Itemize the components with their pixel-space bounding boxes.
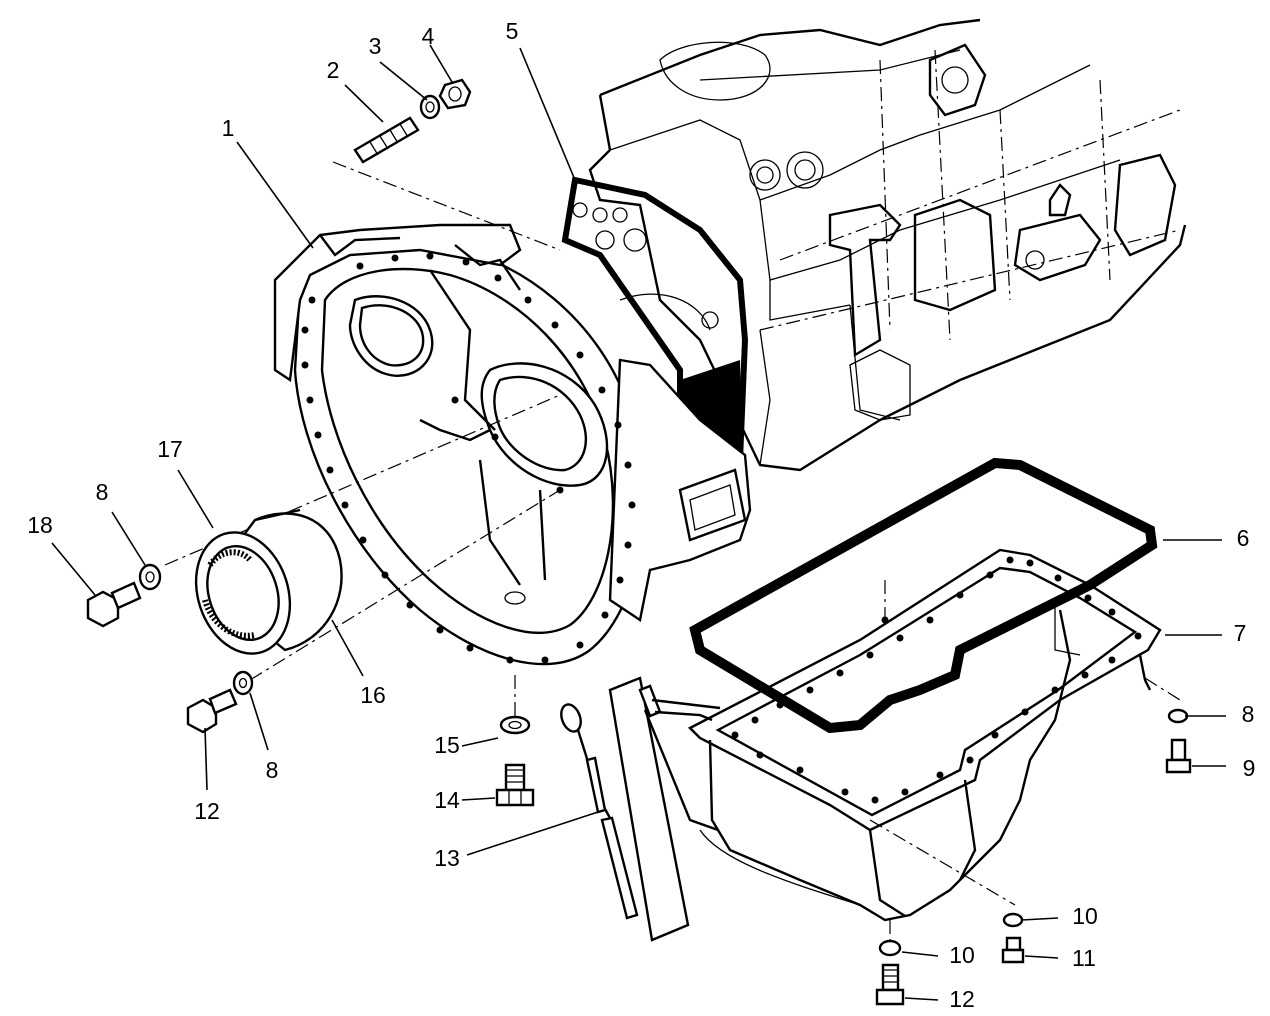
callout-16: 16 [360, 682, 386, 708]
drain-plug-11 [1001, 936, 1025, 964]
callout-13: 13 [434, 845, 460, 871]
centerline-seal-2 [249, 489, 561, 681]
callout-8-left-lower: 8 [266, 757, 279, 783]
callout-15: 15 [434, 732, 460, 758]
dipstick [560, 703, 612, 819]
centerline-pan-drain [869, 819, 1016, 906]
rear-oil-seal [194, 508, 343, 655]
engine-block [588, 18, 1187, 472]
callout-3: 3 [369, 33, 382, 59]
drain-plug-washer [499, 715, 531, 735]
callout-2: 2 [327, 57, 340, 83]
washer-left-upper [138, 563, 162, 591]
flywheel-housing [273, 223, 752, 666]
lock-washer [419, 94, 441, 120]
centerline-stud [332, 161, 561, 251]
callout-1: 1 [222, 115, 235, 141]
oil-pan-gasket [689, 457, 1158, 734]
callout-5: 5 [506, 18, 519, 44]
callout-14: 14 [434, 787, 460, 813]
callout-10-bottom: 10 [949, 942, 975, 968]
callout-17: 17 [157, 436, 183, 462]
callout-8-left-upper: 8 [96, 479, 109, 505]
washer-right [1167, 708, 1189, 724]
hex-bolt-9 [1165, 738, 1192, 774]
callout-10-right: 10 [1072, 903, 1098, 929]
callout-18: 18 [27, 512, 53, 538]
flange-bolt-holes [301, 252, 636, 664]
drain-plug [495, 763, 535, 807]
hex-bolt-12-bottom [875, 963, 905, 1006]
callout-7: 7 [1234, 620, 1247, 646]
callout-9: 9 [1243, 755, 1256, 781]
callout-6: 6 [1237, 525, 1250, 551]
stud [353, 116, 420, 164]
dipstick-tube-panel [600, 676, 721, 942]
callout-12-left: 12 [194, 798, 220, 824]
drain-washer-right [1002, 912, 1024, 928]
hex-nut [438, 78, 472, 110]
callout-11: 11 [1072, 945, 1096, 971]
washer-left-lower [232, 670, 254, 696]
oil-pan [687, 548, 1162, 922]
callout-labels: 1 2 3 4 5 6 7 8 8 8 9 10 10 11 12 12 13 … [27, 18, 1255, 1012]
washer-bottom [878, 939, 902, 957]
centerline-pan-side [1144, 677, 1181, 701]
pan-flange-holes [731, 556, 1142, 804]
callout-8-right: 8 [1242, 701, 1255, 727]
callout-4: 4 [422, 23, 435, 49]
leader-lines [51, 44, 1226, 1001]
centerline-seal [164, 394, 561, 566]
hex-bolt-18 [86, 581, 142, 628]
hex-bolt-12-left [186, 688, 238, 734]
callout-12-bottom: 12 [949, 986, 975, 1012]
